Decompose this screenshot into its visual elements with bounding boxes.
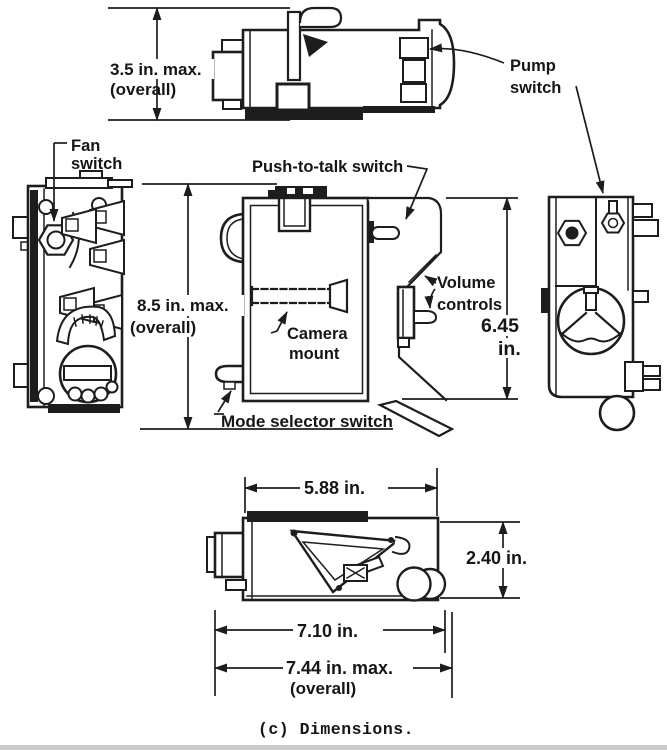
dimension-overall-width: 7.44 in. max. (overall) bbox=[214, 658, 453, 698]
fan-switch-label-line1: Fan bbox=[71, 137, 100, 155]
latch-hook bbox=[298, 6, 343, 29]
camera-mount-label-line1: Camera bbox=[287, 325, 348, 343]
dim-top-height-note: (overall) bbox=[110, 80, 176, 99]
pump-switch-toggle bbox=[600, 200, 626, 234]
strap-assembly bbox=[289, 529, 411, 594]
callout-mode-selector: Mode selector switch bbox=[214, 390, 393, 431]
callout-camera-mount: Camera mount bbox=[270, 311, 348, 363]
front-view-drawing bbox=[214, 186, 455, 438]
bottom-view-drawing bbox=[206, 511, 447, 602]
mode-selector-label: Mode selector switch bbox=[221, 412, 393, 431]
volume-controls-label-line1: Volume bbox=[437, 274, 495, 292]
camera-mount-screw bbox=[250, 278, 349, 314]
pump-switch-label-line2: switch bbox=[510, 79, 561, 97]
dim-overall-width-note: (overall) bbox=[290, 679, 356, 698]
callout-push-to-talk: Push-to-talk switch bbox=[252, 158, 429, 220]
volume-controls-label-line2: controls bbox=[437, 296, 502, 314]
camera-mount-label-line2: mount bbox=[289, 345, 340, 363]
top-clamp bbox=[275, 186, 327, 198]
push-to-talk-label: Push-to-talk switch bbox=[252, 158, 403, 176]
right-side-view-drawing bbox=[541, 195, 661, 432]
dimension-top-view-height: 3.5 in. max. (overall) bbox=[106, 7, 290, 121]
mode-selector-stub bbox=[214, 364, 245, 384]
volume-controls-block bbox=[396, 285, 438, 348]
dimension-depth: 2.40 in. bbox=[440, 521, 547, 599]
dimension-top-width: 5.88 in. bbox=[244, 468, 438, 516]
dim-lower-width-value: 7.10 in. bbox=[297, 621, 358, 641]
mount-block bbox=[275, 82, 311, 112]
callout-pump-switch: Pump switch bbox=[429, 43, 605, 194]
rotary-dial bbox=[58, 344, 119, 404]
callout-fan-switch: Fan switch bbox=[49, 137, 122, 222]
meter-gauge bbox=[55, 305, 117, 346]
latch-pawl bbox=[303, 34, 328, 57]
bottom-tube bbox=[598, 394, 636, 432]
dimension-front-view-height: 8.5 in. max. (overall) bbox=[127, 183, 393, 430]
pump-switch-label-line1: Pump bbox=[510, 57, 556, 75]
dim-body-height-unit: in. bbox=[498, 338, 521, 360]
fan-switch-label-line2: switch bbox=[71, 155, 122, 173]
dimension-body-height: 6.45 in. bbox=[402, 197, 537, 400]
dim-depth-value: 2.40 in. bbox=[466, 548, 527, 568]
left-side-view-drawing bbox=[12, 170, 133, 413]
bottom-bracket-flap bbox=[376, 399, 455, 438]
dim-body-height-value: 6.45 bbox=[481, 315, 519, 337]
dim-front-height-value: 8.5 in. max. bbox=[137, 296, 229, 315]
side-cylinder bbox=[396, 566, 432, 602]
push-to-talk-lever bbox=[371, 226, 400, 240]
page-edge bbox=[0, 745, 667, 750]
dim-overall-width-value: 7.44 in. max. bbox=[286, 658, 393, 678]
top-view-drawing bbox=[211, 6, 456, 120]
dim-top-width-value: 5.88 in. bbox=[304, 478, 365, 498]
callout-volume-controls: Volume controls bbox=[424, 274, 502, 314]
round-connector bbox=[556, 286, 626, 356]
dim-top-height-value: 3.5 in. max. bbox=[110, 60, 202, 79]
dim-front-height-note: (overall) bbox=[130, 318, 196, 337]
figure-caption: (c) Dimensions. bbox=[258, 720, 414, 739]
latch-bar bbox=[286, 10, 302, 82]
dimension-lower-width: 7.10 in. bbox=[214, 610, 453, 698]
